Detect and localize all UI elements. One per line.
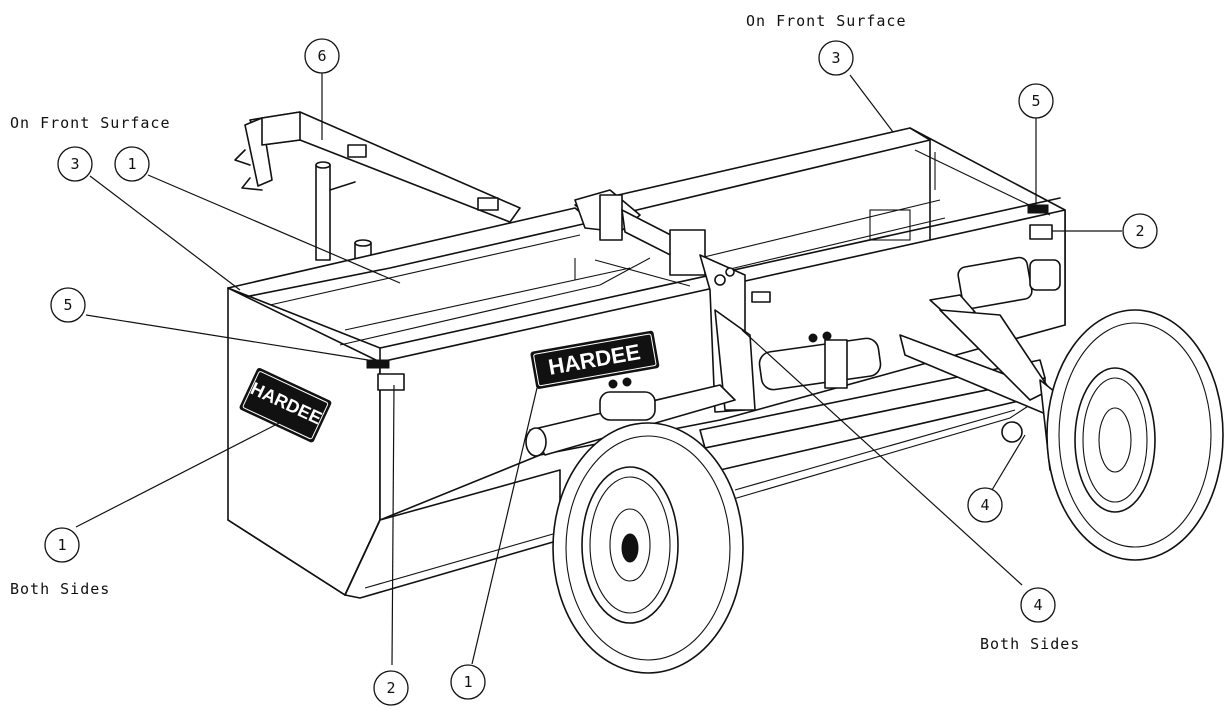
svg-text:5: 5 (63, 296, 72, 314)
balloon-5-right: 5 (1018, 83, 1054, 119)
hitch-tongue (234, 111, 521, 262)
decal-2-front (377, 373, 405, 391)
left-wheel (552, 422, 744, 674)
balloon-4-bottom: 4 (1020, 587, 1056, 623)
note-both-sides-left: Both Sides (10, 580, 110, 598)
svg-text:2: 2 (386, 679, 395, 697)
note-both-sides-right: Both Sides (980, 635, 1080, 653)
balloon-1-left: 1 (44, 527, 80, 563)
decal-4-mid (751, 291, 771, 303)
balloon-1-bottom: 1 (450, 664, 486, 700)
lift-arm (574, 189, 756, 413)
balloon-4-mid: 4 (967, 487, 1003, 523)
hydraulic-cylinders (758, 256, 1061, 391)
decal-5-right (1027, 204, 1049, 214)
svg-text:4: 4 (980, 496, 989, 514)
svg-text:2: 2 (1135, 222, 1144, 240)
svg-text:1: 1 (57, 536, 66, 554)
balloon-2-bottom: 2 (373, 670, 409, 706)
decal-2-right (1029, 224, 1053, 240)
decal-5-left (366, 359, 390, 369)
svg-text:5: 5 (1031, 92, 1040, 110)
note-front-surface-top: On Front Surface (746, 12, 907, 30)
leader-lines (75, 72, 1122, 666)
svg-text:1: 1 (127, 155, 136, 173)
right-wheel (1046, 309, 1224, 561)
note-front-surface-left: On Front Surface (10, 114, 171, 132)
balloon-3-top: 3 (818, 40, 854, 76)
balloon-2-right: 2 (1122, 213, 1158, 249)
svg-text:6: 6 (317, 47, 326, 65)
balloon-6: 6 (304, 38, 340, 74)
svg-text:4: 4 (1033, 596, 1042, 614)
svg-text:3: 3 (70, 155, 79, 173)
svg-text:3: 3 (831, 49, 840, 67)
balloon-5-left: 5 (50, 287, 86, 323)
balloon-3-left: 3 (57, 146, 93, 182)
svg-text:1: 1 (463, 673, 472, 691)
balloon-1-top: 1 (114, 146, 150, 182)
